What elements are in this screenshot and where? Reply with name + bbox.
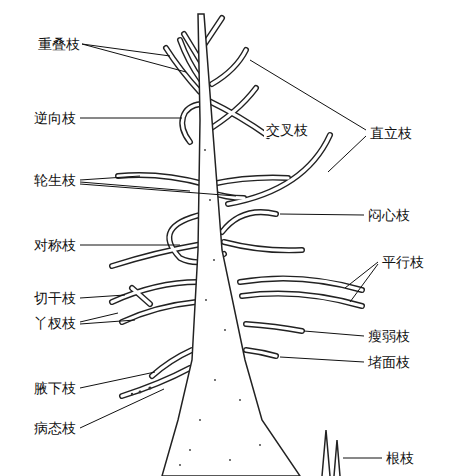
branch-label: 闷心枝 (366, 207, 412, 223)
branch-label: 切干枝 (32, 290, 78, 306)
branch-label: 轮生枝 (32, 172, 78, 188)
branch-label: 平行枝 (380, 254, 426, 270)
branch-label: 根枝 (384, 450, 416, 466)
branch-label: 瘦弱枝 (366, 328, 412, 344)
branch-label: 病态枝 (32, 420, 78, 436)
branch-label: 重叠枝 (36, 36, 82, 52)
branch-label: 对称枝 (32, 237, 78, 253)
branch-label: 逆向枝 (32, 110, 78, 126)
branch-label: 堵面枝 (366, 354, 412, 370)
branch-label: 丫杈枝 (32, 315, 78, 331)
branch-label: 直立枝 (368, 125, 414, 141)
branch-label: 腋下枝 (32, 380, 78, 396)
branch-label: 交叉枝 (264, 122, 310, 138)
